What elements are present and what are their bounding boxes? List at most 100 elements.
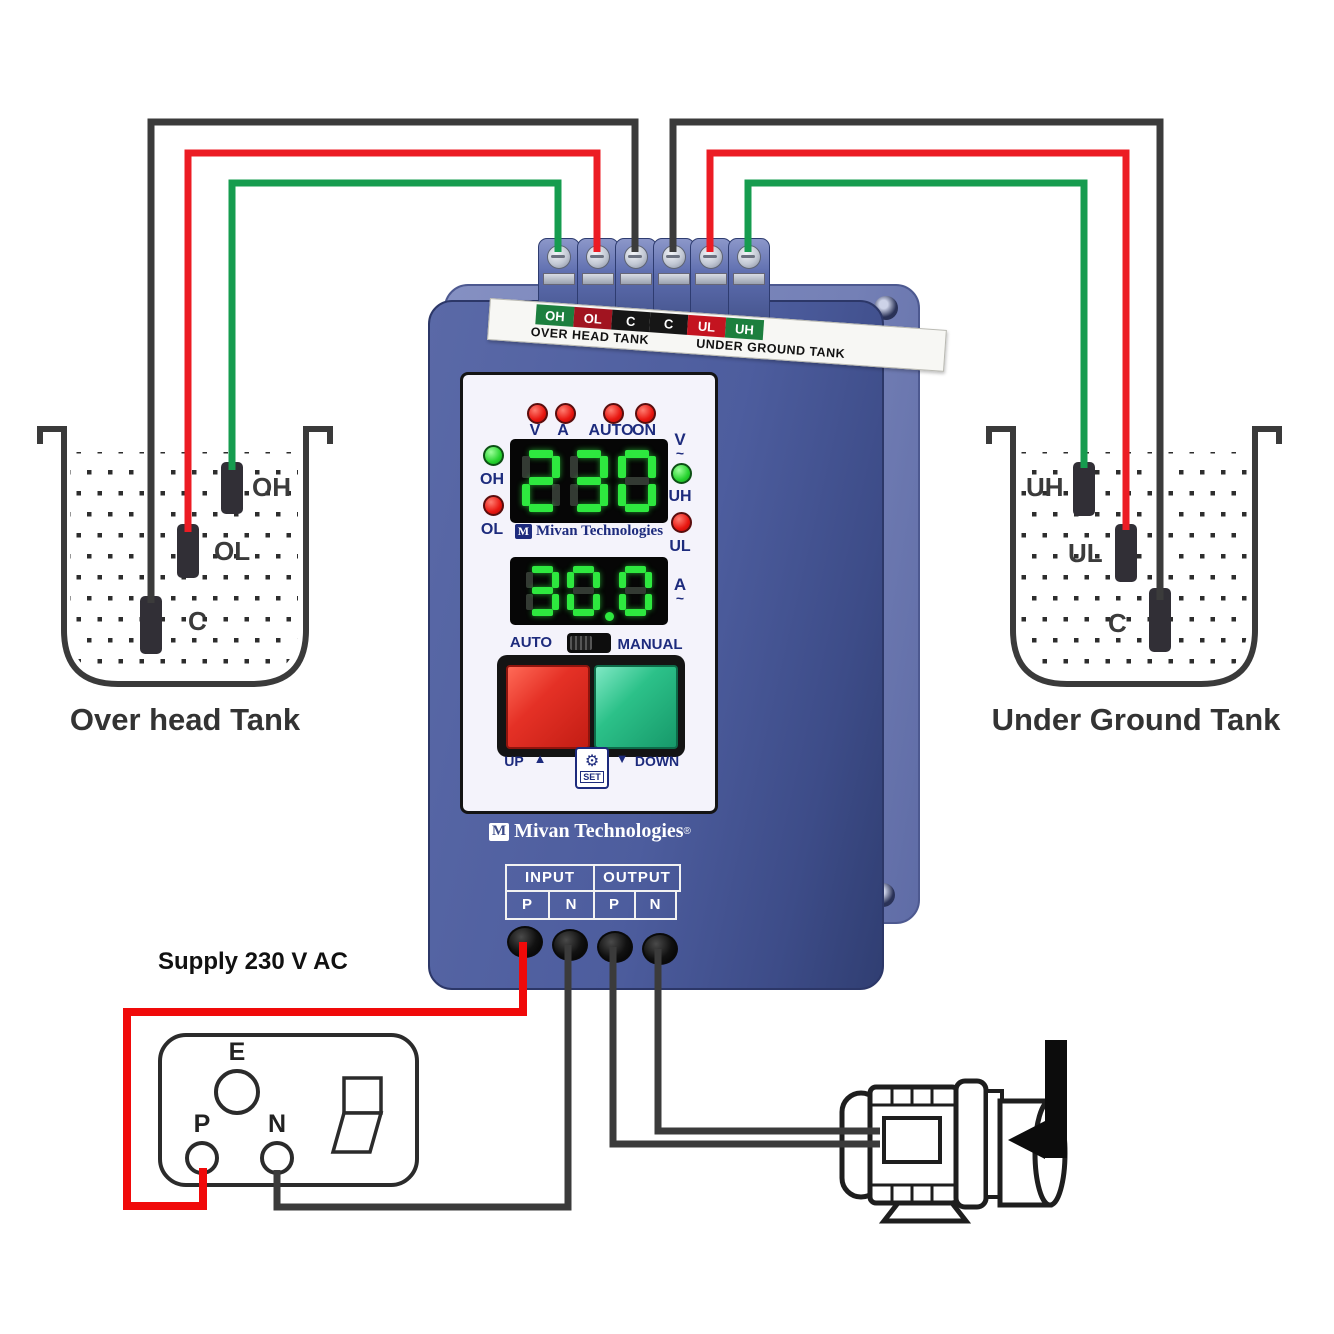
output-header: OUTPUT: [593, 864, 681, 892]
screw-icon: [547, 245, 571, 269]
label-v: V: [529, 422, 541, 439]
motor-drawing: [839, 1040, 1068, 1224]
amp-tilde: ~: [675, 590, 685, 606]
voltage-display: [510, 439, 668, 523]
input-p-label: P: [505, 890, 550, 920]
socket-switch-top[interactable]: [342, 1076, 383, 1115]
socket-pin-n-label: N: [267, 1110, 287, 1138]
control-panel: V A AUTO ON OH OL V ~ UH UL M Mivan Tech…: [460, 372, 718, 814]
outlet-arrow-head: [1008, 1121, 1045, 1159]
label-down: DOWN: [634, 753, 680, 769]
registered-mark: ®: [683, 826, 691, 837]
socket-pin-n-hole: [260, 1141, 294, 1175]
label-a: A: [557, 422, 569, 439]
switch-knob-icon: [570, 636, 592, 650]
sensor-c-right: [1149, 588, 1171, 652]
label-oh: OH: [480, 471, 504, 488]
terminal-clamp: [733, 273, 765, 285]
sensor-uh: [1073, 462, 1095, 516]
led-v: [527, 403, 548, 424]
seven-segment-digit: [522, 450, 560, 512]
sensor-oh: [221, 462, 243, 514]
terminal-clamp: [543, 273, 575, 285]
label-sensor-c-left: C: [188, 606, 207, 636]
screw-icon: [586, 245, 610, 269]
output-n-terminal[interactable]: [642, 933, 678, 965]
set-button[interactable]: ⚙ SET: [575, 747, 609, 789]
gear-icon: ⚙: [584, 752, 600, 770]
input-header: INPUT: [505, 864, 595, 892]
volt-tilde: ~: [675, 445, 685, 461]
terminal-clamp: [658, 273, 690, 285]
strip-cell-ul: UL: [686, 314, 727, 338]
underground-tank-wall: [986, 426, 1282, 687]
label-sensor-c-right: C: [1108, 608, 1127, 638]
seven-segment-digit: [619, 566, 652, 616]
output-p-terminal[interactable]: [597, 931, 633, 963]
screw-icon: [624, 245, 648, 269]
led-a: [555, 403, 576, 424]
led-auto: [603, 403, 624, 424]
terminal-ul[interactable]: [690, 238, 732, 320]
label-sensor-ol: OL: [214, 536, 251, 566]
output-p-label: P: [593, 890, 636, 920]
terminal-clamp: [695, 273, 727, 285]
screw-icon: [699, 245, 723, 269]
input-p-terminal[interactable]: [507, 926, 543, 958]
panel-brand-text: Mivan Technologies: [535, 523, 664, 539]
brand-logo-icon: M: [489, 822, 510, 841]
label-sensor-oh: OH: [252, 472, 291, 502]
stop-button[interactable]: [506, 665, 590, 749]
strip-cell-uh: UH: [724, 317, 765, 341]
label-sensor-uh: UH: [1026, 472, 1064, 502]
motor-base: [878, 1200, 972, 1224]
strip-cell-oh: OH: [535, 304, 575, 327]
overhead-tank-title: Over head Tank: [69, 702, 301, 737]
terminal-clamp: [620, 273, 652, 285]
overhead-tank-drawing: [37, 426, 333, 687]
label-sensor-ul: UL: [1068, 538, 1103, 568]
strip-cell-c2: C: [649, 312, 689, 335]
button-frame: [497, 655, 685, 757]
terminal-c2[interactable]: [653, 238, 695, 320]
sensor-ol: [177, 524, 199, 578]
socket-pin-e-hole: [214, 1069, 260, 1115]
output-n-label: N: [634, 890, 677, 920]
io-table: INPUT OUTPUT P N P N: [505, 864, 681, 920]
seven-segment-digit: [567, 566, 600, 616]
input-n-terminal[interactable]: [552, 929, 588, 961]
led-oh: [483, 445, 504, 466]
screw-icon: [662, 245, 686, 269]
led-uh: [671, 463, 692, 484]
sensor-ul: [1115, 524, 1137, 582]
sensor-c-left: [140, 596, 162, 654]
start-button[interactable]: [594, 665, 678, 749]
label-ul: UL: [669, 538, 691, 555]
label-on: ON: [632, 422, 656, 439]
input-n-label: N: [548, 890, 595, 920]
body-brand-text: Mivan Technologies: [514, 820, 684, 842]
seven-segment-digit: [618, 450, 656, 512]
label-up: UP: [504, 753, 524, 769]
down-arrow-icon: ▼: [615, 751, 629, 766]
supply-label: Supply 230 V AC: [158, 948, 348, 975]
auto-manual-switch[interactable]: [567, 633, 611, 653]
socket-pin-e-label: E: [228, 1038, 246, 1066]
socket-pin-p-hole: [185, 1141, 219, 1175]
label-mode-auto: AUTO: [509, 634, 553, 651]
strip-cell-c1: C: [611, 309, 651, 333]
up-arrow-icon: ▲: [533, 751, 547, 766]
body-brand: M Mivan Technologies ®: [468, 820, 712, 843]
socket-pin-p-label: P: [193, 1110, 211, 1138]
underground-tank-title: Under Ground Tank: [991, 702, 1281, 737]
terminal-uh[interactable]: [728, 238, 770, 320]
overhead-tank-wall: [37, 426, 333, 687]
current-display: [510, 557, 668, 625]
terminal-clamp: [582, 273, 614, 285]
led-ol: [483, 495, 504, 516]
brand-logo-icon: M: [514, 524, 532, 539]
motor-flange-ring: [953, 1078, 989, 1210]
label-uh: UH: [668, 488, 692, 505]
screw-icon: [737, 245, 761, 269]
